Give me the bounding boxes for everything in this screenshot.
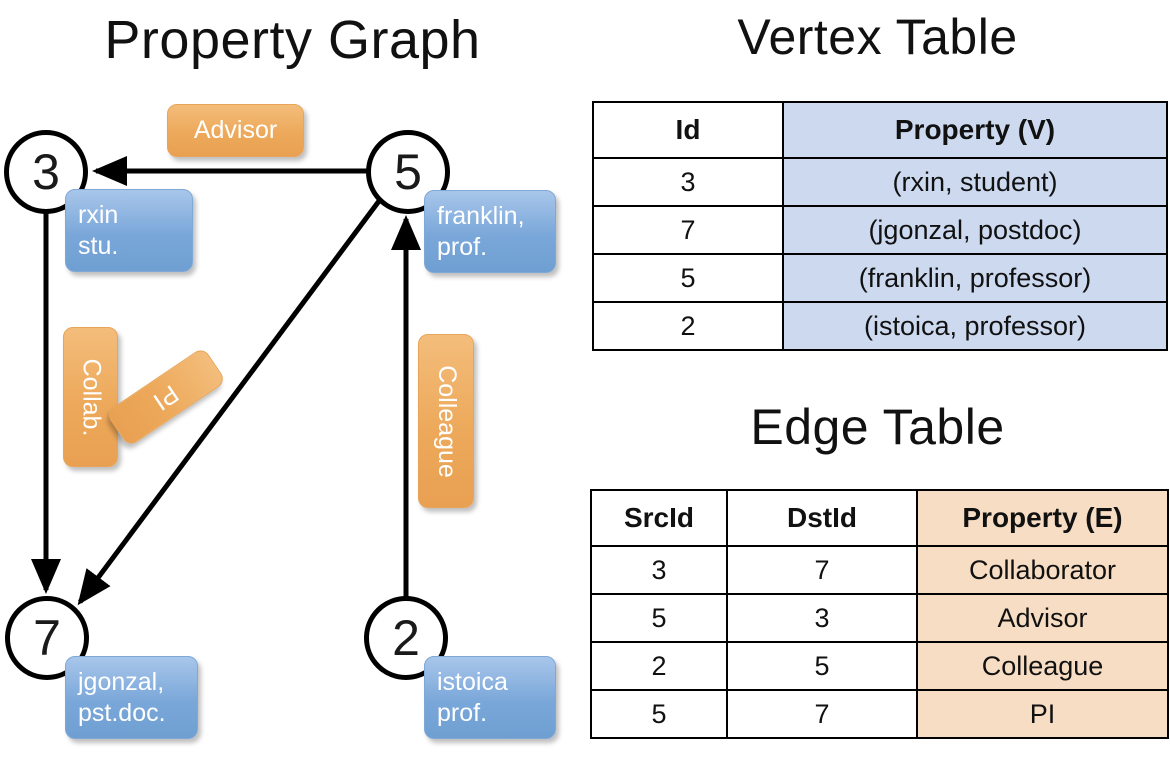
graph-edge-lines <box>31 156 421 606</box>
vertex-property-box-rxin-line2: stu. <box>78 232 119 260</box>
edge-property-box-colleague-label: Colleague <box>432 364 461 478</box>
vertex-property-box-istoica-line1: istoica <box>437 668 508 696</box>
edge-table-header-property: Property (E) <box>916 489 1169 547</box>
edge-row-3-dst: 7 <box>726 689 918 739</box>
vertex-property-box-jgonzal-line1: jgonzal, <box>78 668 165 696</box>
edge-row-1-dst: 3 <box>726 593 918 643</box>
vertex-row-0-id: 3 <box>592 157 784 207</box>
vertex-property-box-rxin: rxin stu. <box>65 189 193 272</box>
vertex-property-box-franklin-line1: franklin, <box>437 202 525 230</box>
edge-table-header-row: SrcId DstId Property (E) <box>590 489 1169 547</box>
vertex-table-row: 5 (franklin, professor) <box>592 253 1168 303</box>
edge-row-3-src: 5 <box>590 689 728 739</box>
edge-property-box-collab: Collab. <box>63 327 118 467</box>
graph-node-5-label: 5 <box>394 144 422 200</box>
edge-row-2-dst: 5 <box>726 641 918 691</box>
vertex-row-2-property: (franklin, professor) <box>782 253 1168 303</box>
edge-row-0-dst: 7 <box>726 545 918 595</box>
page-title-property-graph: Property Graph <box>104 10 481 70</box>
graph-node-7-label: 7 <box>33 610 61 666</box>
vertex-row-3-id: 2 <box>592 301 784 351</box>
edge-row-2-src: 2 <box>590 641 728 691</box>
vertex-table: Id Property (V) 3 (rxin, student) 7 (jgo… <box>592 101 1168 351</box>
edge-row-1-property: Advisor <box>916 593 1169 643</box>
page-title-edge-table: Edge Table <box>750 399 1005 455</box>
edge-property-box-colleague: Colleague <box>418 334 474 508</box>
graph-node-2-label: 2 <box>392 610 420 666</box>
property-graph-diagram: 3 5 7 2 rxin stu. franklin, prof. jgonza… <box>4 104 556 739</box>
vertex-table-header-row: Id Property (V) <box>592 101 1168 159</box>
graph-node-3-label: 3 <box>32 144 60 200</box>
edge-line-5-to-7 <box>77 199 382 606</box>
vertex-property-box-jgonzal-line2: pst.doc. <box>78 699 166 727</box>
edge-table-row: 5 3 Advisor <box>590 593 1169 643</box>
vertex-table-header-id: Id <box>592 101 784 159</box>
edge-table: SrcId DstId Property (E) 3 7 Collaborato… <box>590 489 1169 739</box>
vertex-property-box-franklin: franklin, prof. <box>424 190 556 273</box>
edge-row-0-property: Collaborator <box>916 545 1169 595</box>
vertex-property-box-jgonzal: jgonzal, pst.doc. <box>65 656 198 739</box>
vertex-property-box-istoica: istoica prof. <box>424 656 556 739</box>
vertex-property-box-franklin-line2: prof. <box>437 233 488 261</box>
vertex-row-0-property: (rxin, student) <box>782 157 1168 207</box>
edge-row-1-src: 5 <box>590 593 728 643</box>
edge-table-row: 3 7 Collaborator <box>590 545 1169 595</box>
graph-node-5[interactable]: 5 <box>366 130 450 214</box>
vertex-table-row: 3 (rxin, student) <box>592 157 1168 207</box>
graph-node-2[interactable]: 2 <box>364 596 448 680</box>
vertex-table-header-property: Property (V) <box>782 101 1168 159</box>
vertex-row-1-property: (jgonzal, postdoc) <box>782 205 1168 255</box>
edge-property-box-advisor: Advisor <box>167 104 304 157</box>
edge-table-row: 5 7 PI <box>590 689 1169 739</box>
vertex-table-row: 2 (istoica, professor) <box>592 301 1168 351</box>
vertex-row-2-id: 5 <box>592 253 784 303</box>
vertex-table-row: 7 (jgonzal, postdoc) <box>592 205 1168 255</box>
edge-row-3-property: PI <box>916 689 1169 739</box>
edge-row-0-src: 3 <box>590 545 728 595</box>
page-title-vertex-table: Vertex Table <box>737 9 1018 65</box>
vertex-row-3-property: (istoica, professor) <box>782 301 1168 351</box>
edge-table-header-dstid: DstId <box>726 489 918 547</box>
vertex-row-1-id: 7 <box>592 205 784 255</box>
edge-table-row: 2 5 Colleague <box>590 641 1169 691</box>
vertex-property-box-istoica-line2: prof. <box>437 699 488 727</box>
edge-property-box-advisor-label: Advisor <box>193 116 278 144</box>
edge-row-2-property: Colleague <box>916 641 1169 691</box>
edge-property-box-pi-label: PI <box>148 379 184 416</box>
edge-table-header-srcid: SrcId <box>590 489 728 547</box>
vertex-property-box-rxin-line1: rxin <box>78 201 119 229</box>
edge-property-box-collab-label: Collab. <box>77 358 106 436</box>
